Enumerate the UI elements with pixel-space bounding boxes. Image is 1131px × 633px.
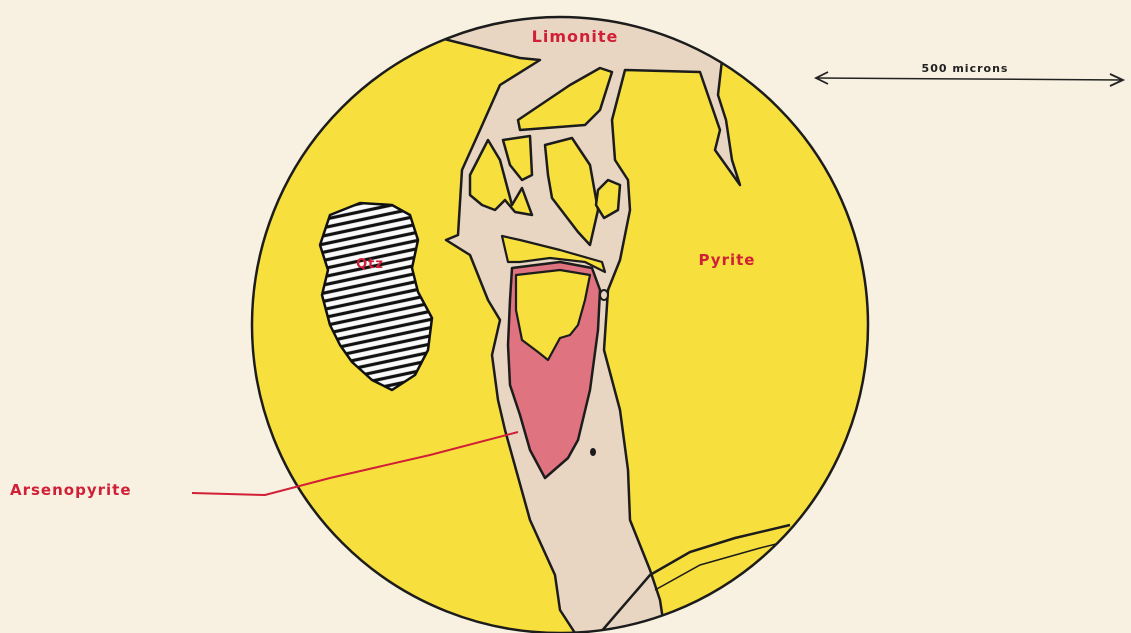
pyrite-label: Pyrite (699, 251, 756, 269)
small-grain-2 (590, 448, 596, 456)
scale-label: 500 microns (922, 62, 1009, 75)
small-grain-1 (600, 290, 608, 300)
limonite-label: Limonite (532, 27, 619, 46)
quartz-label: Qtz (356, 257, 384, 272)
arsenopyrite-label: Arsenopyrite (10, 481, 132, 499)
scale-bar: 500 microns (816, 62, 1123, 86)
